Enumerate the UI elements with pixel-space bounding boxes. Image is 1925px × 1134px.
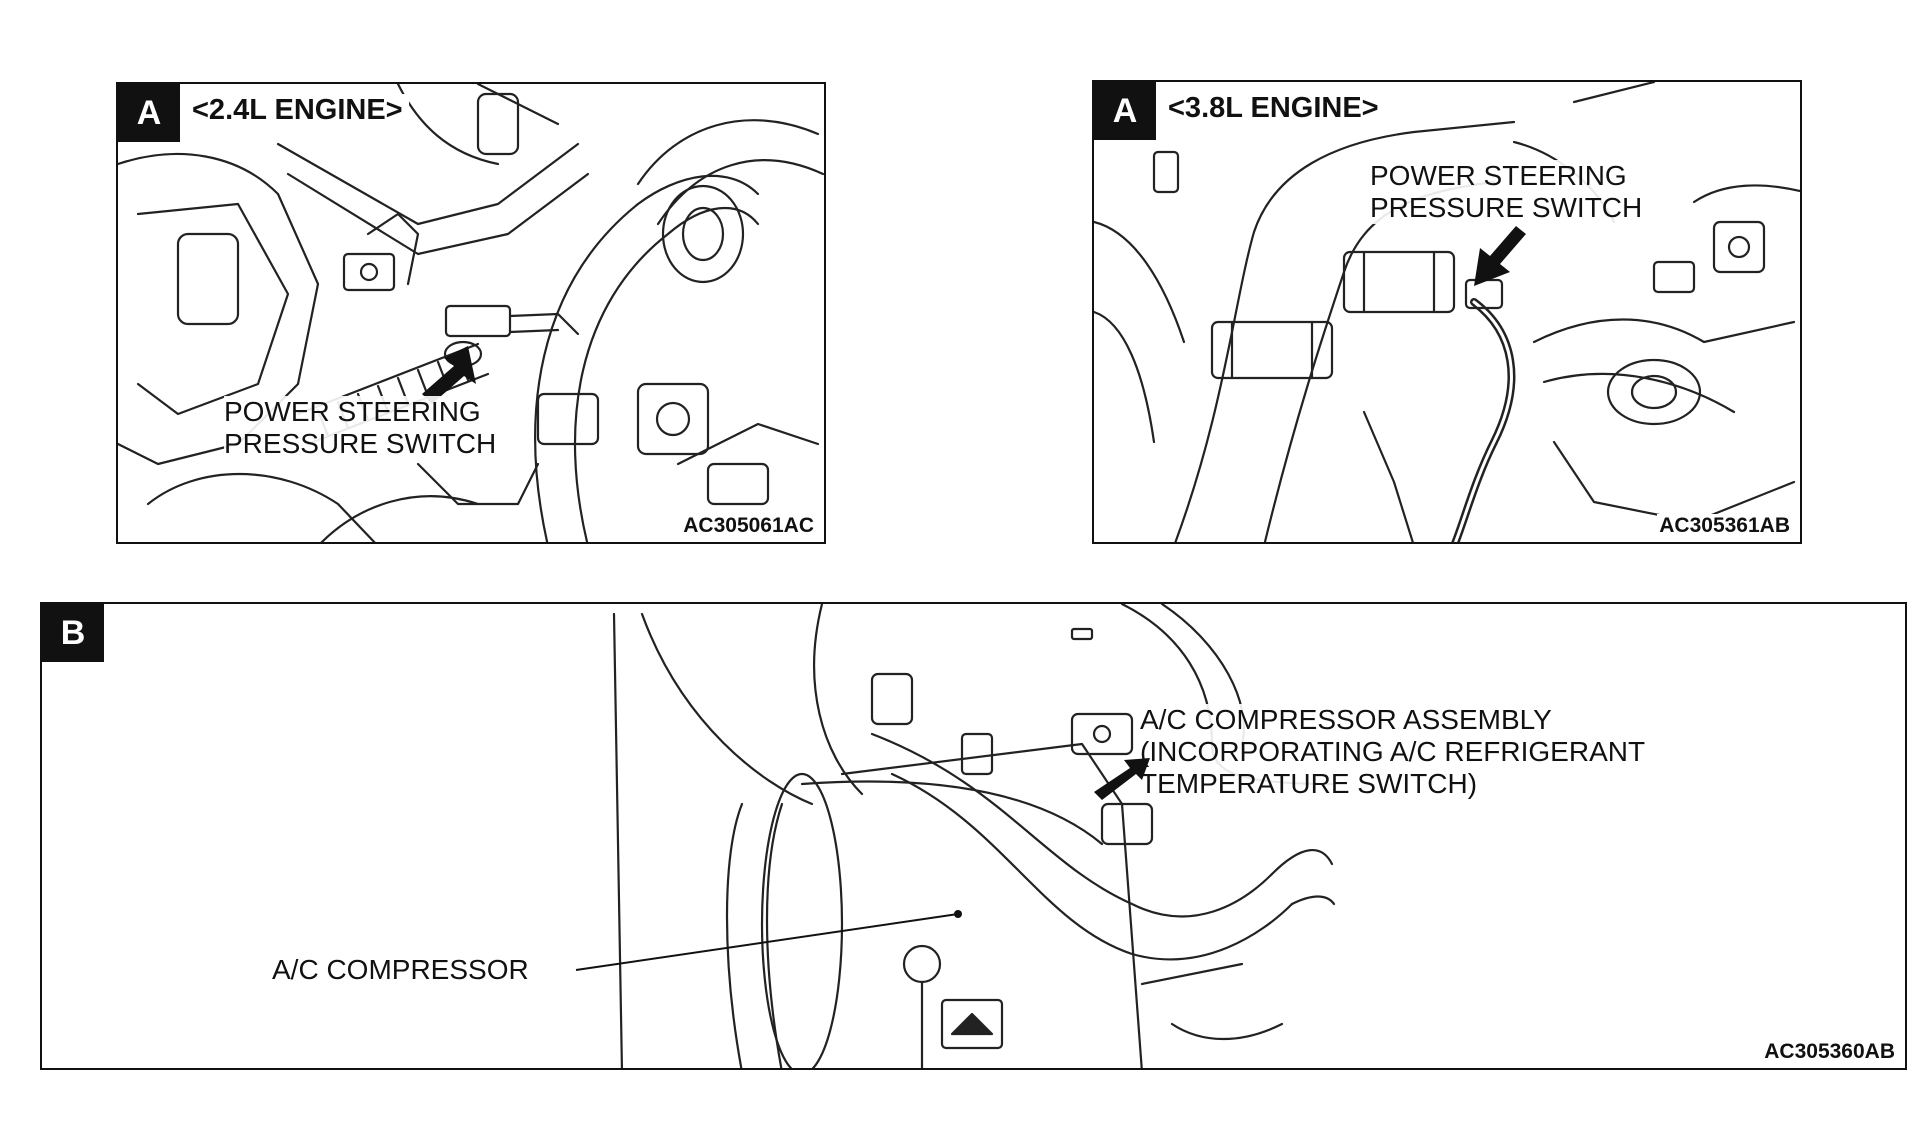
callout-power-steering-pressure-switch: POWER STEERING PRESSURE SWITCH — [1370, 160, 1643, 224]
panel-b-ac-compressor: B A/C COMPRESSOR ASSEMBLY (INCORPORATING… — [40, 602, 1907, 1070]
ac-compressor-illustration — [612, 604, 1336, 1068]
figure-code: AC305360AB — [1762, 1040, 1897, 1064]
leader-line — [575, 910, 962, 971]
callout-line-1: POWER STEERING — [1370, 160, 1627, 191]
panel-a-2.4l: A <2.4L ENGINE> POWER STEERING PRESSURE … — [116, 82, 826, 544]
pointer-arrow-icon — [422, 346, 476, 404]
callout-ac-compressor: A/C COMPRESSOR — [272, 954, 529, 986]
pointer-arrow-icon — [1474, 226, 1526, 286]
engine-illustration-2.4l — [118, 84, 824, 542]
panel-badge: A — [1094, 82, 1156, 140]
panel-a-3.8l: A <3.8L ENGINE> POWER STEERING PRESSURE … — [1092, 80, 1802, 544]
callout-line-2: PRESSURE SWITCH — [1370, 192, 1643, 223]
engine-label: <2.4L ENGINE> — [186, 94, 409, 127]
callout-ac-compressor-assembly: A/C COMPRESSOR ASSEMBLY (INCORPORATING A… — [1140, 704, 1646, 800]
callout-power-steering-pressure-switch: POWER STEERING PRESSURE SWITCH — [224, 396, 497, 460]
callout-line-3: TEMPERATURE SWITCH) — [1140, 768, 1478, 799]
callout-line-1: A/C COMPRESSOR ASSEMBLY — [1140, 704, 1552, 735]
engine-label: <3.8L ENGINE> — [1162, 92, 1385, 125]
pointer-arrow-icon — [1094, 758, 1150, 800]
panel-badge: B — [42, 604, 104, 662]
callout-line-1: POWER STEERING — [224, 396, 481, 427]
callout-line-2: PRESSURE SWITCH — [224, 428, 497, 459]
figure-code: AC305361AB — [1657, 514, 1792, 538]
figure-code: AC305061AC — [681, 514, 816, 538]
panel-badge: A — [118, 84, 180, 142]
callout-line-2: (INCORPORATING A/C REFRIGERANT — [1140, 736, 1646, 767]
engine-illustration-3.8l — [1094, 82, 1800, 542]
